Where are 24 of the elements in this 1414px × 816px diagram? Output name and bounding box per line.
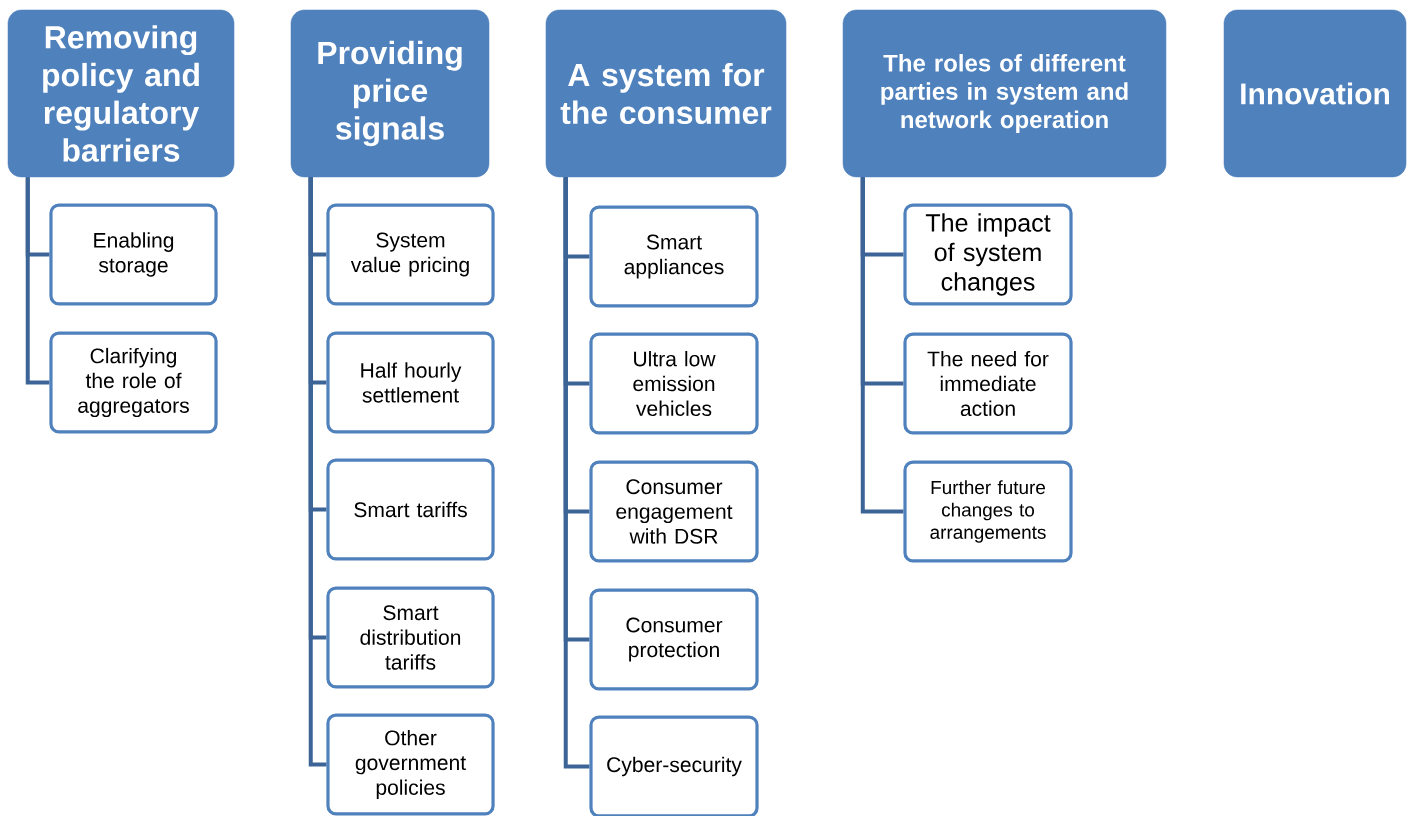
- category-box: Providing price signals: [290, 9, 490, 178]
- category-box: Removing policy and regulatory barriers: [7, 9, 235, 178]
- topic-box: Smart distribution tariffs: [326, 586, 495, 689]
- topic-box: Consumer engagement with DSR: [589, 460, 759, 563]
- topic-box: System value pricing: [326, 203, 495, 306]
- topic-box: Ultra low emission vehicles: [589, 332, 759, 435]
- category-box: A system for the consumer: [545, 9, 787, 178]
- topic-box: Enabling storage: [49, 203, 218, 306]
- category-box: Innovation: [1223, 9, 1407, 178]
- topic-box: Smart tariffs: [326, 458, 495, 561]
- topic-box: Cyber-security: [589, 715, 759, 816]
- topic-box: Smart appliances: [589, 205, 759, 308]
- topic-box: Other government policies: [326, 713, 495, 816]
- category-box: The roles of different parties in system and network operation: [842, 9, 1167, 178]
- connector-line: [860, 177, 904, 514]
- connector-line: [25, 177, 50, 385]
- topic-box: The impact of system changes: [903, 203, 1073, 306]
- topic-box: Further future changes to arrangements: [903, 460, 1073, 563]
- topic-box: The need for immediate action: [903, 332, 1073, 435]
- connector-line: [563, 177, 590, 769]
- connector-line: [308, 177, 327, 767]
- topic-box: Clarifying the role of aggregators: [49, 331, 218, 434]
- topic-box: Half hourly settlement: [326, 331, 495, 434]
- topic-box: Consumer protection: [589, 588, 759, 691]
